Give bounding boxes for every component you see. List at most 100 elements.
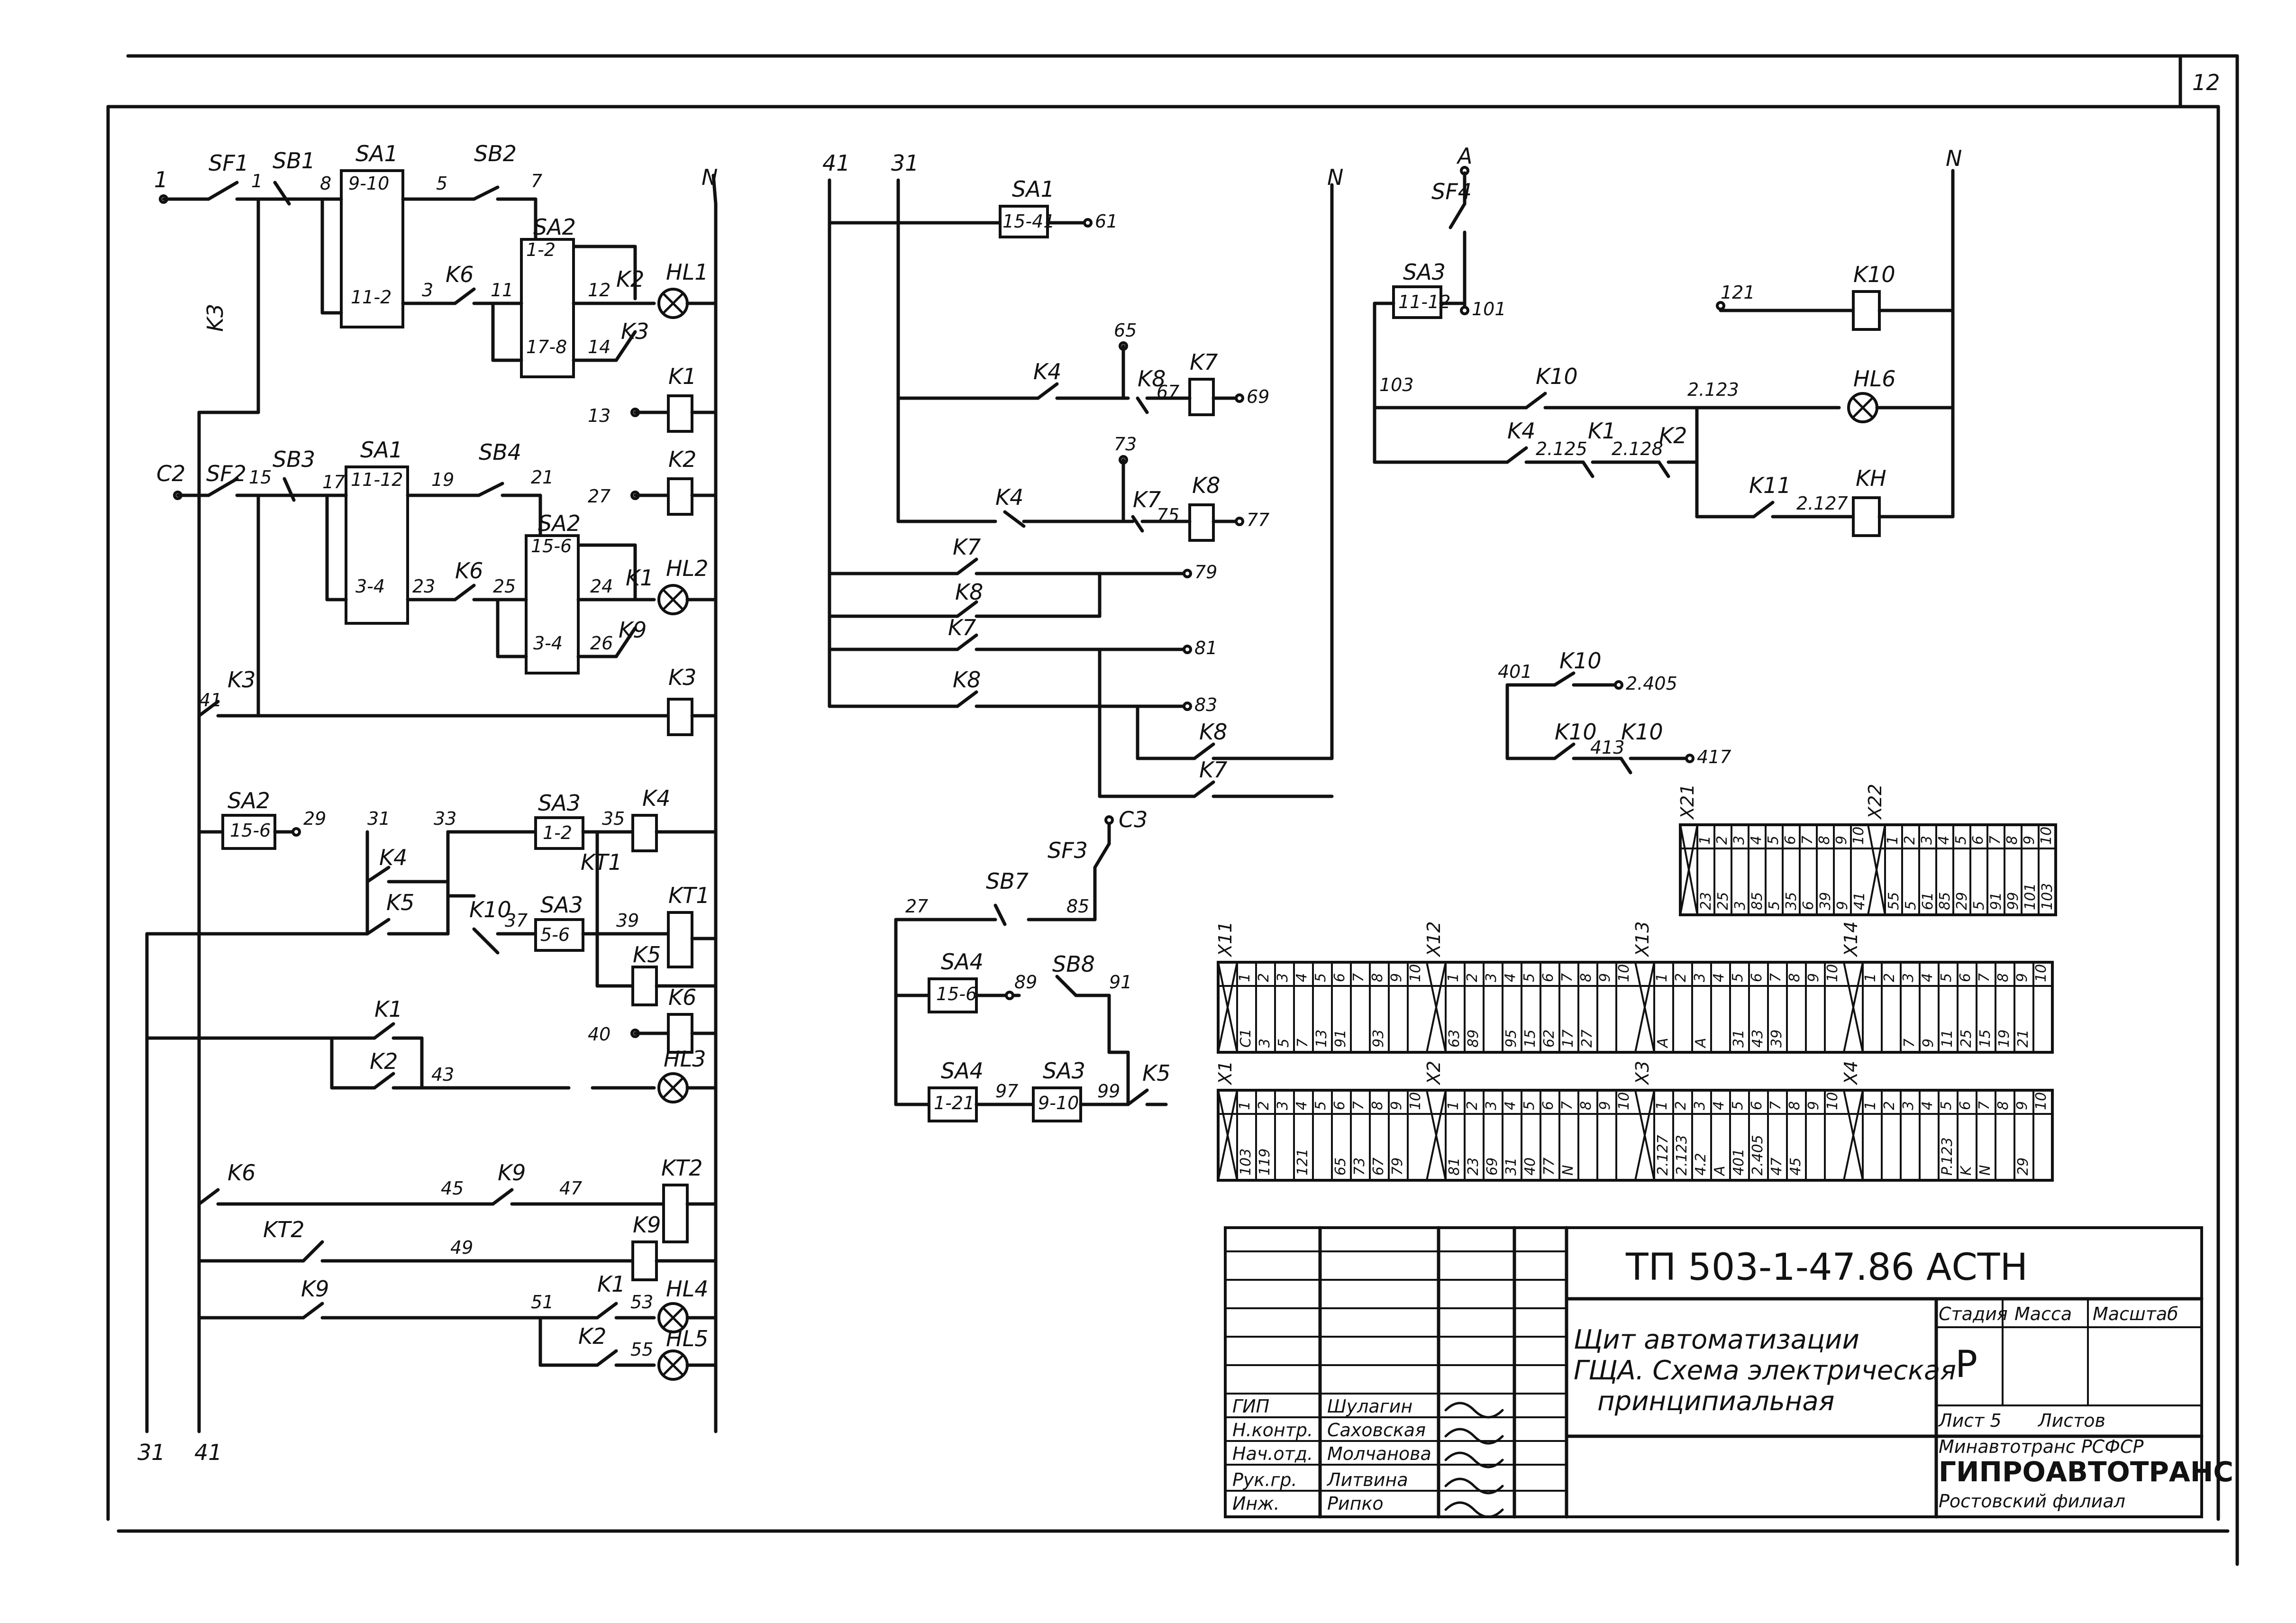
svg-text:413: 413 (1590, 737, 1625, 758)
svg-text:K10: K10 (1559, 648, 1602, 674)
terminal-wire: 73 (1351, 1158, 1368, 1176)
terminal-number: 7 (1799, 836, 1816, 845)
svg-text:HL6: HL6 (1853, 366, 1895, 392)
terminal-wire: 91 (1332, 1030, 1349, 1048)
coil-kt2 (662, 1184, 689, 1243)
terminal-number: 10 (1850, 827, 1867, 845)
svg-text:K3: K3 (621, 319, 649, 344)
svg-text:K9: K9 (619, 617, 647, 643)
coil-k3 (667, 698, 693, 736)
terminal-wire: 119 (1257, 1149, 1273, 1176)
svg-text:Минавтотранс РСФСР: Минавтотранс РСФСР (1939, 1436, 2143, 1457)
terminal-wire: 25 (1715, 892, 1731, 910)
terminal-number: 7 (1350, 973, 1367, 982)
svg-text:1-21: 1-21 (934, 1093, 975, 1113)
svg-text:31: 31 (137, 1440, 165, 1465)
terminal-wire: 17 (1560, 1030, 1576, 1048)
svg-text:SA3: SA3 (1403, 259, 1446, 285)
doc-title-1: Щит автоматизации (1574, 1324, 1859, 1355)
terminal-number: 4 (1502, 1101, 1519, 1110)
svg-text:K3: K3 (202, 304, 228, 332)
terminal-wire: C1 (1238, 1029, 1254, 1048)
terminal-number: 2 (1714, 836, 1731, 845)
svg-text:97: 97 (995, 1081, 1018, 1102)
terminal-number: 2 (1464, 973, 1481, 982)
svg-text:49: 49 (450, 1237, 473, 1258)
svg-text:Молчанова: Молчанова (1327, 1443, 1431, 1464)
terminal-wire: 39 (1768, 1030, 1785, 1048)
svg-text:89: 89 (1014, 972, 1037, 993)
terminal-wire: 29 (1954, 892, 1970, 910)
terminal-number: 1 (1654, 1101, 1670, 1110)
terminal-number: 10 (1824, 1092, 1841, 1110)
svg-text:15-6: 15-6 (936, 984, 977, 1004)
terminal-wire: 103 (1238, 1149, 1254, 1176)
svg-text:2.405: 2.405 (1626, 673, 1677, 694)
terminal-wire: 11 (1939, 1030, 1956, 1048)
terminal-number: 5 (1730, 973, 1746, 982)
sheet-number: 12 (2192, 70, 2220, 95)
terminal-wire: 47 (1768, 1158, 1785, 1176)
svg-text:Литвина: Литвина (1326, 1469, 1408, 1490)
terminal-block-name: X4 (1840, 1061, 1861, 1085)
terminal-number: 4 (1936, 836, 1952, 845)
svg-text:K1: K1 (597, 1271, 625, 1297)
sa1-block-1 (340, 169, 404, 328)
terminal-wire: 55 (1886, 892, 1902, 910)
svg-text:SB8: SB8 (1052, 951, 1095, 977)
svg-text:K1: K1 (374, 996, 402, 1022)
terminal-number: 5 (1953, 836, 1969, 845)
svg-text:3-4: 3-4 (355, 576, 385, 597)
terminal-number: 4 (1919, 973, 1936, 982)
svg-text:73: 73 (1114, 434, 1137, 455)
terminal-wire: 121 (1294, 1149, 1311, 1176)
terminal-number: 6 (1970, 836, 1986, 845)
terminal-number: 8 (1786, 973, 1803, 982)
svg-text:K9: K9 (633, 1212, 661, 1238)
svg-text:HL4: HL4 (666, 1276, 708, 1302)
terminal-number: 8 (1578, 1101, 1594, 1110)
svg-text:K8: K8 (1138, 366, 1166, 392)
terminal-number: 4 (1748, 836, 1765, 845)
svg-text:K6: K6 (446, 262, 474, 287)
svg-text:SB7: SB7 (986, 868, 1029, 894)
terminal-wire: 31 (1731, 1030, 1747, 1048)
terminal-number: 7 (1987, 836, 2004, 845)
terminal-wire: 67 (1370, 1158, 1387, 1176)
terminal-number: 6 (1782, 836, 1799, 845)
terminal-number: 3 (1692, 973, 1708, 982)
svg-text:103: 103 (1379, 374, 1414, 395)
terminal-wire: 77 (1541, 1158, 1558, 1176)
svg-text:15: 15 (249, 467, 272, 488)
svg-text:K4: K4 (1507, 418, 1535, 444)
svg-text:3-4: 3-4 (533, 633, 563, 654)
terminal-block-name: X3 (1632, 1061, 1653, 1085)
label-1: 1 (154, 167, 168, 192)
terminal-wire: 93 (1370, 1030, 1387, 1048)
svg-text:417: 417 (1697, 747, 1731, 767)
terminal-number: 3 (1900, 973, 1917, 982)
terminal-wire: K (1958, 1165, 1975, 1176)
terminal-number: 9 (1805, 1101, 1822, 1110)
svg-text:SA3: SA3 (1043, 1058, 1085, 1084)
svg-text:40: 40 (588, 1024, 610, 1045)
terminal-number: 4 (1294, 973, 1310, 982)
svg-text:K8: K8 (955, 579, 983, 605)
terminal-number: 3 (1692, 1101, 1708, 1110)
svg-text:K8: K8 (953, 667, 981, 693)
terminal-number: 2 (1902, 836, 1918, 845)
svg-text:53: 53 (630, 1292, 653, 1313)
middle-circuit: 41 31 N SA1 15-41 61 K4 65 K8 67 K7 69 K… (822, 150, 1343, 1122)
terminal-number: 5 (1938, 973, 1955, 982)
svg-text:K1: K1 (668, 364, 696, 389)
terminal-wire: 3 (1732, 901, 1749, 910)
svg-text:KT1: KT1 (581, 849, 622, 875)
svg-text:K8: K8 (1199, 719, 1227, 745)
terminal-number: 5 (1521, 1101, 1538, 1110)
terminal-block-name: X22 (1865, 784, 1886, 820)
svg-text:13: 13 (588, 405, 610, 426)
svg-text:11-2: 11-2 (351, 287, 392, 308)
svg-text:SB2: SB2 (474, 141, 517, 166)
